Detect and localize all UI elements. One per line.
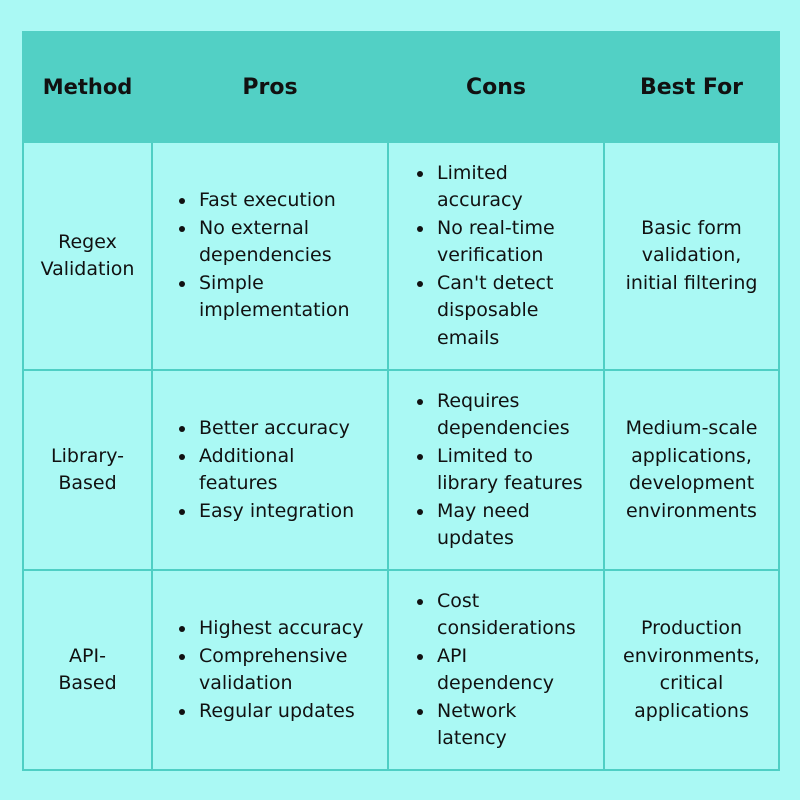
best-for-line: initial filtering — [625, 271, 758, 294]
best-for-cell: Medium-scale applications, development envi… — [603, 369, 780, 571]
pros-item-line: Regular updates — [199, 699, 355, 722]
cons-item: No real-time verification — [417, 215, 603, 270]
pros-item-line: Simple — [199, 271, 264, 294]
pros-item-line: implementation — [199, 299, 350, 322]
best-for-cell: Production environments, critical applicati… — [603, 569, 780, 771]
method-line: Based — [58, 672, 117, 694]
best-for-line: environments, — [623, 644, 760, 667]
best-for-line: critical — [659, 672, 724, 694]
pros-item: Regular updates — [179, 698, 387, 726]
header-row: Method Pros Cons Best For — [22, 31, 780, 143]
pros-item: No external dependencies — [179, 215, 387, 270]
cons-item: Limited accuracy — [417, 160, 603, 215]
header-pros: Pros — [151, 31, 389, 143]
method-cell: API- Based — [22, 569, 153, 771]
best-for-line: validation, — [641, 244, 742, 267]
method-cell: Library- Based — [22, 369, 153, 571]
pros-item-line: Easy integration — [199, 499, 355, 522]
cons-item-line: library features — [437, 472, 583, 494]
method-line: Regex — [58, 230, 117, 253]
cons-item-line: No real-time — [437, 216, 555, 239]
cons-item-line: Limited to — [437, 444, 533, 467]
table-header: Method Pros Cons Best For — [22, 31, 780, 143]
pros-item: Simple implementation — [179, 270, 387, 325]
method-line: Based — [58, 472, 117, 494]
cons-item-line: May need — [437, 499, 530, 522]
pros-item: Additional features — [179, 443, 387, 498]
best-for-cell: Basic form validation, initial filtering — [603, 141, 780, 371]
header-cons: Cons — [387, 31, 605, 143]
cons-item: May need updates — [417, 498, 603, 553]
method-line: Library- — [51, 444, 124, 467]
best-for-line: Basic form — [641, 216, 742, 239]
pros-item-line: No external — [199, 216, 310, 239]
pros-item-line: Highest accuracy — [199, 617, 364, 639]
pros-item-line: validation — [199, 672, 293, 694]
cons-item: Requires dependencies — [417, 388, 603, 443]
cons-item-line: Can't detect — [437, 271, 554, 294]
cons-item-line: dependencies — [437, 417, 570, 439]
cons-item: Limited to library features — [417, 443, 603, 498]
cons-item: Cost considerations — [417, 588, 603, 643]
method-line: Validation — [40, 258, 135, 280]
pros-item-line: Comprehensive — [199, 644, 348, 667]
best-for-line: Production — [640, 617, 743, 639]
pros-item-line: features — [199, 472, 278, 494]
cons-item-line: emails — [437, 326, 500, 349]
pros-item-line: dependencies — [199, 244, 332, 267]
best-for-line: environments — [626, 499, 757, 522]
pros-item-line: Fast execution — [199, 189, 336, 212]
pros-item: Better accuracy — [179, 415, 387, 443]
best-for-line: applications, — [631, 444, 752, 467]
cons-item-line: accuracy — [437, 189, 523, 212]
pros-item-line: Better accuracy — [199, 417, 350, 439]
cons-item: Can't detect disposable emails — [417, 270, 603, 353]
pros-item: Comprehensive validation — [179, 643, 387, 698]
cons-item-line: Limited — [437, 161, 508, 184]
pros-item: Highest accuracy — [179, 615, 387, 643]
cons-item-line: disposable — [437, 299, 539, 322]
pros-item-line: Additional — [199, 444, 295, 467]
method-line: API- — [69, 644, 106, 667]
cons-item-line: dependency — [437, 672, 555, 694]
cons-item-line: latency — [437, 727, 507, 749]
best-for-line: Medium-scale — [625, 417, 758, 439]
best-for-line: development — [628, 472, 755, 494]
cons-item-line: API — [437, 644, 468, 667]
pros-item: Easy integration — [179, 498, 387, 526]
cons-item-line: considerations — [437, 617, 576, 639]
cons-item-line: updates — [437, 527, 514, 549]
cons-item: Network latency — [417, 698, 603, 753]
cons-item-line: verification — [437, 244, 544, 267]
pros-item: Fast execution — [179, 187, 387, 215]
cons-item-line: Requires — [437, 389, 520, 412]
cons-item-line: Cost — [437, 589, 480, 612]
header-best-for: Best For — [603, 31, 780, 143]
cons-item: API dependency — [417, 643, 603, 698]
header-method: Method — [22, 31, 153, 143]
cons-item-line: Network — [437, 699, 517, 722]
best-for-line: applications — [634, 699, 749, 722]
